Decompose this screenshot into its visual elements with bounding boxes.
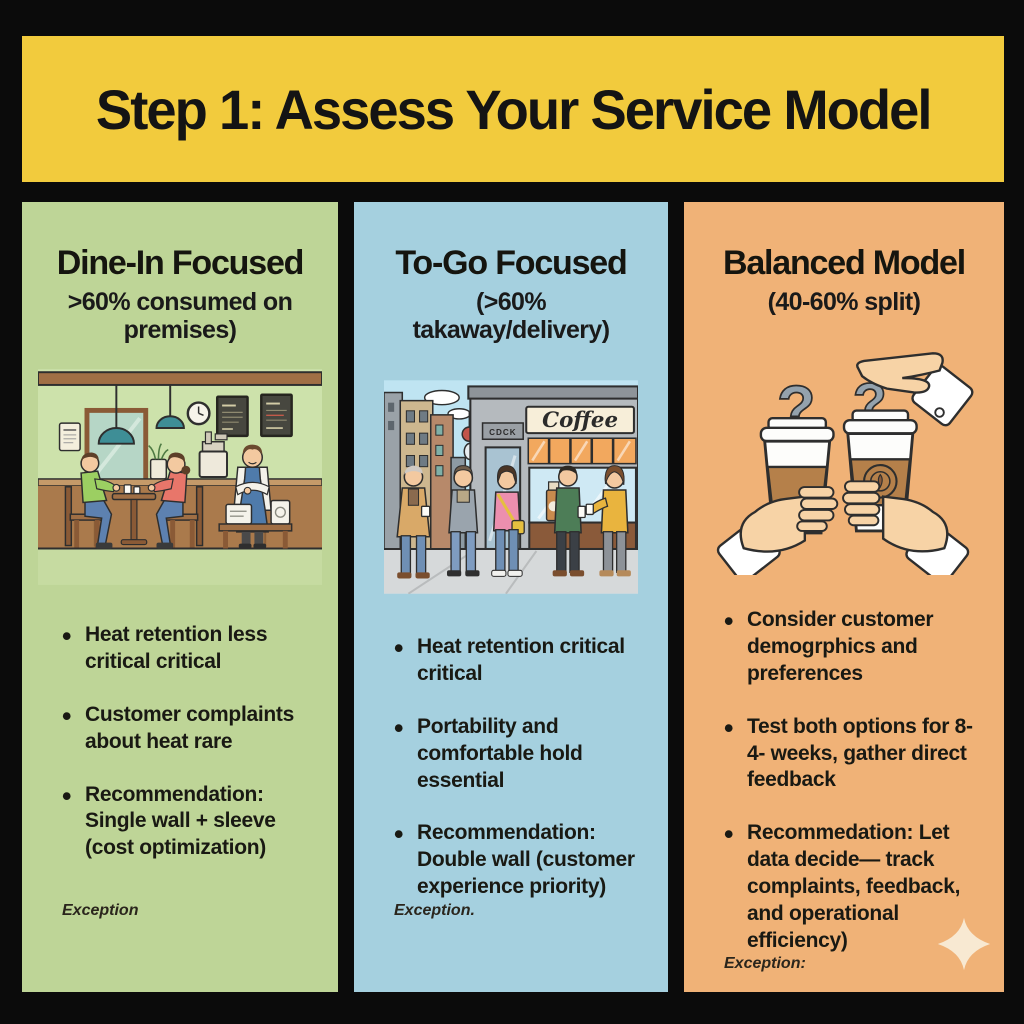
column-balanced: Balanced Model (40-60% split) ? ? ?: [684, 202, 1004, 992]
column-title: Balanced Model: [722, 244, 966, 282]
wall-poster: [58, 422, 81, 452]
bullet-item: Portability and comfortable hold essenti…: [392, 711, 644, 795]
holding-hand-right: [842, 480, 970, 575]
pointing-hand-icon: [856, 352, 974, 427]
door-sign-text: CDCK: [489, 428, 516, 437]
bullet-item: Heat retention less critical critical: [60, 619, 314, 676]
column-to-go: To-Go Focused (>60% takaway/delivery): [354, 202, 668, 992]
espresso-machine-icon: [198, 431, 228, 478]
exception-note: Exception:: [724, 954, 806, 972]
bullet-list: Heat retention less critical critical Cu…: [46, 619, 314, 863]
bullet-item: Heat retention critical critical: [392, 631, 644, 688]
customer-man-figure: [64, 452, 121, 549]
pedestrian-gray-jacket: [446, 465, 480, 577]
bullet-item: Customer complaints about heat rare: [60, 699, 314, 756]
exception-note: Exception: [62, 902, 139, 919]
customer-woman-figure: [147, 452, 204, 549]
pedestrian-pink-top-woman: [491, 465, 525, 577]
bullet-item: Recommendation: Single wall + sleeve (co…: [60, 779, 314, 863]
coffee-sign-text: Coffee: [542, 408, 618, 433]
bullet-item: Test both options for 8-4- weeks, gather…: [722, 711, 980, 795]
cafe-interior-illustration: [38, 364, 322, 590]
column-title: Dine-In Focused: [56, 244, 305, 282]
columns-row: Dine-In Focused >60% consumed on premise…: [22, 202, 1004, 992]
column-title: To-Go Focused: [395, 244, 627, 282]
flower-jar: [148, 443, 169, 480]
bullet-item: Consider customer demogrphics and prefer…: [722, 604, 980, 688]
column-subtitle: (40-60% split): [767, 288, 921, 316]
holding-hand-left: [716, 486, 839, 575]
cafe-scene-svg: [38, 369, 322, 585]
exception-note: Exception.: [394, 902, 475, 919]
street-coffee-shop-illustration: Coffee CDCK: [384, 372, 638, 602]
clock-icon: [186, 401, 211, 426]
bullet-item: Recommendation: Double wall (customer ex…: [392, 817, 644, 901]
page-title: Step 1: Assess Your Service Model: [95, 77, 933, 141]
bullet-list: Heat retention critical critical Portabi…: [378, 631, 644, 901]
column-subtitle: >60% consumed on premises): [67, 288, 293, 344]
pedestrian-green-sweater: [552, 465, 586, 577]
pedestrian-yellow-jacket-woman: [585, 465, 631, 577]
cafe-table: [111, 484, 157, 546]
sparkle-icon: [937, 917, 991, 971]
title-banner: Step 1: Assess Your Service Model: [22, 36, 1004, 182]
column-subtitle: (>60% takaway/delivery): [412, 288, 610, 344]
column-dine-in: Dine-In Focused >60% consumed on premise…: [22, 202, 338, 992]
bullet-item: Recommedation: Let data decide— track co…: [722, 817, 980, 954]
cups-scene-svg: ? ? ?: [716, 352, 974, 575]
menu-board: [215, 395, 249, 438]
register-counter: [218, 499, 293, 549]
menu-board: [260, 393, 293, 438]
two-cups-illustration: ? ? ?: [694, 336, 994, 575]
barista-figure: [233, 444, 272, 549]
pendant-lamp-icon: [97, 384, 185, 445]
bullet-list: Consider customer demogrphics and prefer…: [708, 604, 980, 955]
street-scene-svg: Coffee CDCK: [384, 380, 638, 594]
pedestrian-tan-coat: [396, 465, 431, 579]
